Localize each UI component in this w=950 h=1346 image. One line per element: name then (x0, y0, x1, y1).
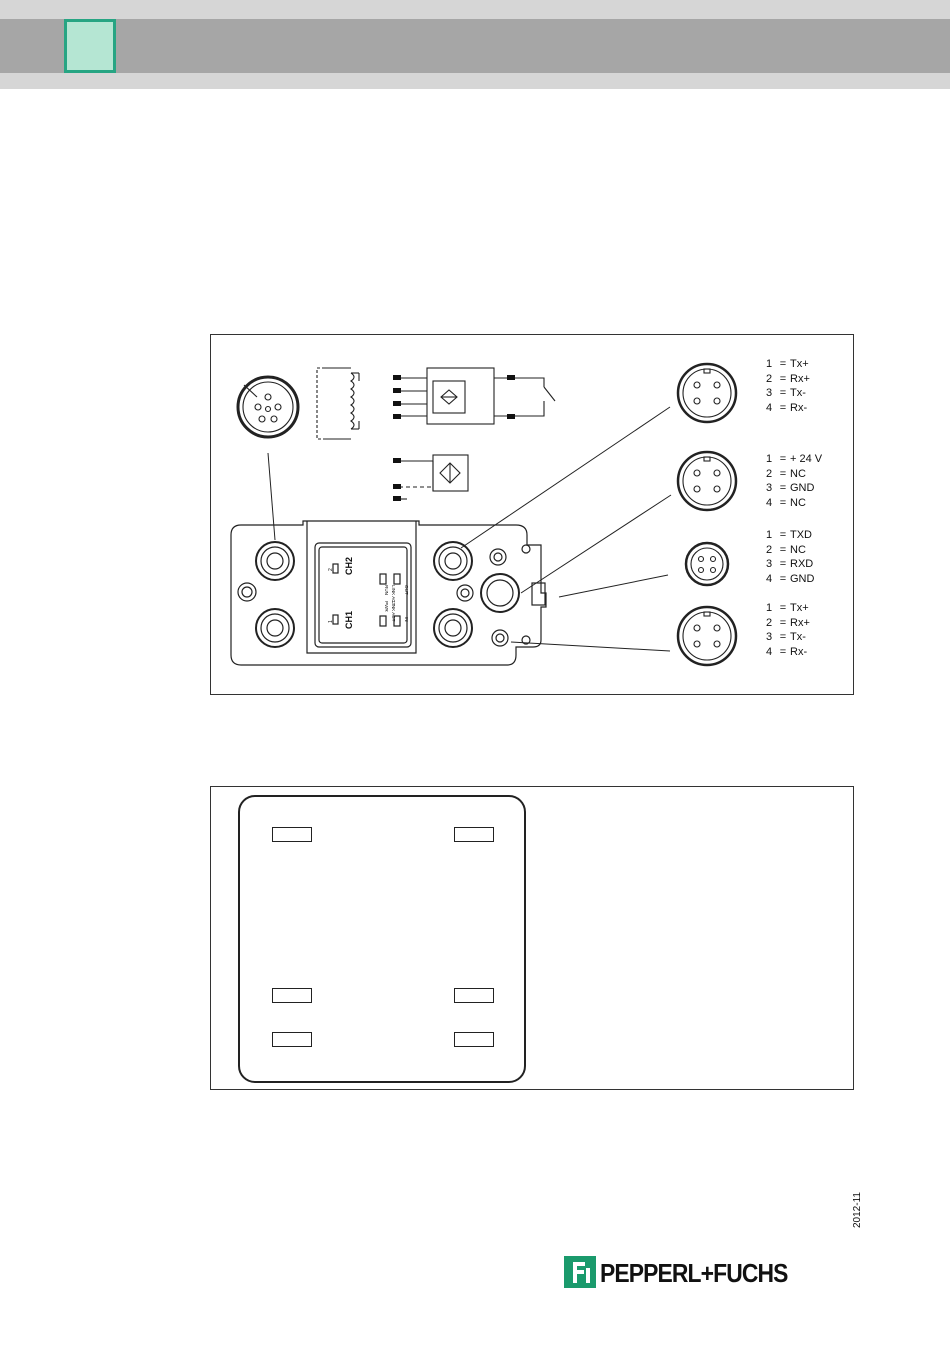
switch-sensor-icon (399, 368, 555, 424)
pinout-row: 2=Rx+ (766, 372, 810, 387)
pinout-row: 3=GND (766, 481, 822, 496)
pinout-row: 1=Tx+ (766, 357, 810, 372)
pinout-row: 2=Rx+ (766, 616, 810, 631)
pinout-row: 1=TXD (766, 528, 814, 543)
led-label-run: RUN (384, 585, 389, 595)
label-field (272, 1032, 312, 1047)
pinout-table-3: 1=TXD 2=NC 3=RXD 4=GND (766, 528, 814, 586)
ch2-led-number: 2 (328, 568, 334, 571)
pinout-row: 4=NC (766, 496, 822, 511)
pinout-row: 2=NC (766, 543, 814, 558)
pf-logo-icon (564, 1256, 596, 1288)
pinout-row: 3=Tx- (766, 630, 810, 645)
label-field (454, 988, 494, 1003)
connector-face-icon (678, 364, 736, 422)
label-field (454, 1032, 494, 1047)
brand-name: PEPPERL+FUCHS (600, 1258, 788, 1289)
led-label-out: OUT (404, 585, 409, 595)
led-label-pwr: PWR (384, 601, 389, 612)
connection-diagram: CH2 CH1 2 1 RUN LINK ACT OUT PWR LINK AC… (211, 335, 853, 694)
pinout-table-2: 1=+ 24 V 2=NC 3=GND 4=NC (766, 452, 822, 510)
ch1-led-number: 1 (328, 620, 334, 623)
label-field (272, 827, 312, 842)
pinout-row: 4=Rx- (766, 645, 810, 660)
pinout-row: 1=+ 24 V (766, 452, 822, 467)
header-band-bottom (0, 73, 950, 89)
pinout-row: 4=Rx- (766, 401, 810, 416)
header-band-top (0, 0, 950, 19)
led-label-in: IN (404, 617, 409, 622)
connector-face-icon (686, 543, 728, 585)
connector-face-icon (678, 607, 736, 665)
wiring-strip-icon (317, 368, 359, 439)
pinout-row: 2=NC (766, 467, 822, 482)
connector-face-icon (238, 377, 298, 437)
date-code: 2012-11 (852, 1192, 863, 1228)
pinout-row: 4=GND (766, 572, 814, 587)
ch2-label: CH2 (344, 557, 354, 575)
brand-logo: PEPPERL+FUCHS (564, 1256, 834, 1290)
header-band (0, 19, 950, 73)
pinout-table-1: 1=Tx+ 2=Rx+ 3=Tx- 4=Rx- (766, 357, 810, 415)
label-layout-panel (210, 786, 854, 1090)
ch1-label: CH1 (344, 611, 354, 629)
pinout-table-4: 1=Tx+ 2=Rx+ 3=Tx- 4=Rx- (766, 601, 810, 659)
connection-diagram-panel: CH2 CH1 2 1 RUN LINK ACT OUT PWR LINK AC… (210, 334, 854, 695)
connector-face-icon (678, 452, 736, 510)
proximity-sensor-icon (399, 455, 468, 499)
led-label-link-act-2: LINK ACT (391, 601, 396, 622)
pinout-row: 3=RXD (766, 557, 814, 572)
pinout-row: 3=Tx- (766, 386, 810, 401)
label-field (272, 988, 312, 1003)
pinout-row: 1=Tx+ (766, 601, 810, 616)
label-field (454, 827, 494, 842)
chapter-marker (64, 19, 116, 73)
